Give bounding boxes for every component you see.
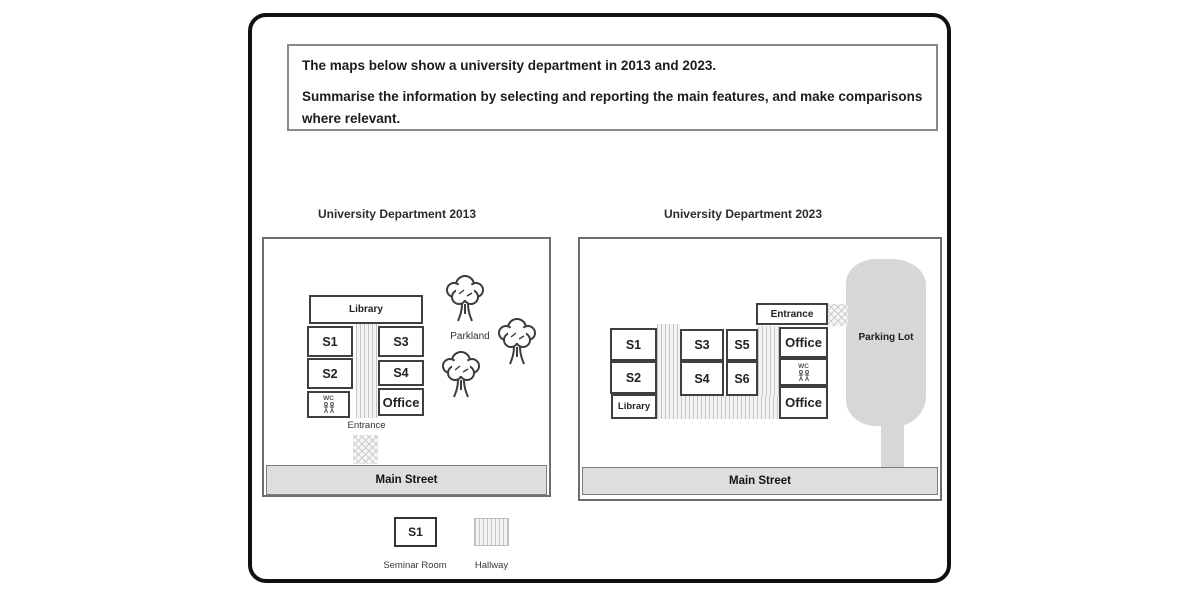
entrance-path-2023: [828, 304, 848, 326]
parking-lot-access-road: [881, 421, 904, 471]
room-library-2023: Library: [611, 394, 657, 419]
tree-icon: [498, 318, 536, 365]
room-s4-2023: S4: [680, 361, 724, 396]
parking-lot: [846, 259, 926, 426]
map-2023-title: University Department 2023: [663, 207, 823, 221]
room-s6-2023: S6: [726, 361, 758, 396]
wc-people-icon: [798, 369, 809, 381]
room-s1-2023: S1: [610, 328, 657, 361]
wc-people-icon: [323, 402, 334, 414]
room-wc-2013: WC: [307, 391, 350, 418]
parkland-label: Parkland: [450, 331, 490, 342]
room-s5-2023: S5: [726, 329, 758, 361]
task-instruction-box: The maps below show a university departm…: [287, 44, 938, 131]
room-office-2013: Office: [378, 388, 424, 416]
legend-seminar-box: S1: [394, 517, 437, 547]
room-office-top-2023: Office: [779, 327, 828, 358]
entrance-label-2013: Entrance: [347, 420, 386, 431]
hallway-2023-bottom: [657, 396, 779, 419]
room-library-2013: Library: [309, 295, 423, 324]
instruction-line-2: Summarise the information by selecting a…: [302, 89, 923, 126]
legend-hallway-swatch: [474, 518, 509, 546]
hallway-2023-right: [758, 326, 779, 419]
map-2013: Library S1 S2 WC S3 S4 Office Entrance: [262, 237, 551, 497]
room-s2-2013: S2: [307, 358, 353, 389]
tree-icon: [446, 275, 484, 322]
hallway-2013: [356, 324, 378, 418]
tree-icon: [442, 351, 480, 398]
main-street-2023: Main Street: [582, 467, 938, 495]
instruction-line-1: The maps below show a university departm…: [302, 58, 717, 73]
room-s2-2023: S2: [610, 361, 657, 394]
parking-lot-label: Parking Lot: [858, 332, 914, 343]
room-wc-2023: WC: [779, 358, 828, 386]
room-office-bottom-2023: Office: [779, 386, 828, 419]
outer-frame: The maps below show a university departm…: [248, 13, 951, 583]
wc-label: WC: [798, 362, 809, 370]
room-s3-2013: S3: [378, 326, 424, 357]
room-s4-2013: S4: [378, 360, 424, 386]
wc-label: WC: [323, 395, 334, 402]
entrance-path-2013: [353, 435, 378, 464]
hallway-2023-left: [657, 324, 680, 419]
room-entrance-2023: Entrance: [756, 303, 828, 325]
legend-seminar-label: Seminar Room: [383, 560, 447, 571]
map-2023: Parking Lot S1 S2 Library S3 S4 S5 S6 En…: [578, 237, 942, 501]
main-street-2013: Main Street: [266, 465, 547, 495]
map-2013-title: University Department 2013: [317, 207, 477, 221]
room-s3-2023: S3: [680, 329, 724, 361]
room-s1-2013: S1: [307, 326, 353, 357]
legend-hallway-label: Hallway: [474, 560, 509, 571]
